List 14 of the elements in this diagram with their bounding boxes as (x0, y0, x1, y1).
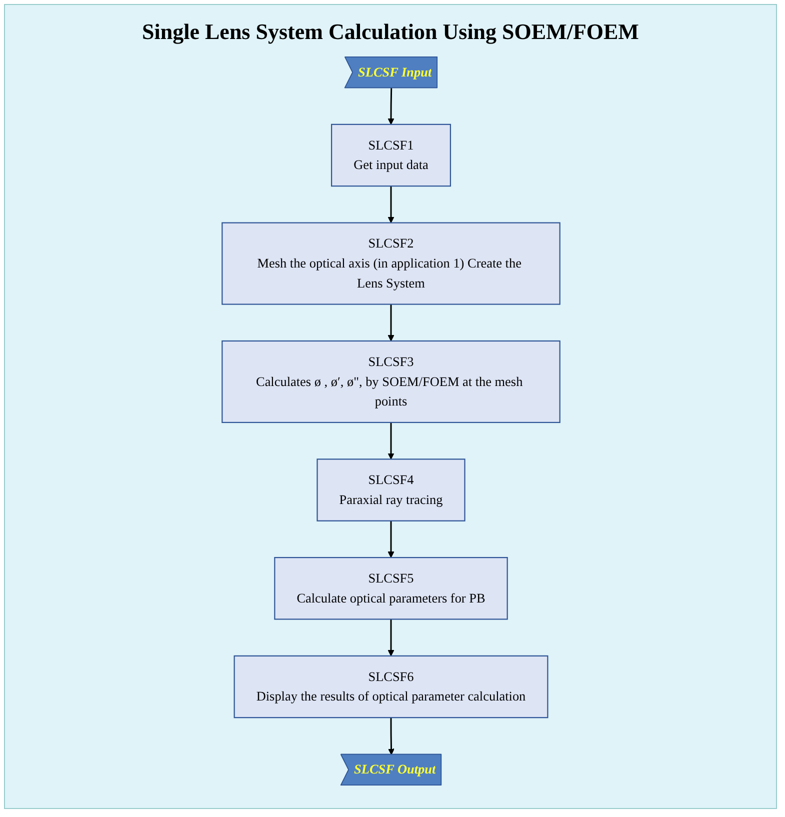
diagram-title: Single Lens System Calculation Using SOEM/FOEM (141, 19, 640, 45)
arrow (387, 88, 394, 125)
node-box: SLCSF4 Paraxial ray tracing (316, 458, 465, 522)
arrow (387, 186, 394, 224)
arrow (387, 422, 394, 460)
arrow (388, 718, 394, 755)
arrow (387, 520, 394, 558)
node-box: SLCSF6 Display the results of optical parameter calculation (233, 655, 548, 718)
node-box: SLCSF2 Mesh the optical axis (in application 1) Create the Lens System (221, 222, 560, 305)
node-box: SLCSF3 Calculates ø , ø′, ø", by SOEM/FOEM at the mesh points (221, 340, 560, 424)
arrow (387, 619, 394, 656)
arrow (387, 304, 394, 342)
node-box: SLCSF5 Calculate optical parameters for PB (274, 557, 508, 620)
node-box: SLCSF1 Get input data (330, 124, 450, 187)
